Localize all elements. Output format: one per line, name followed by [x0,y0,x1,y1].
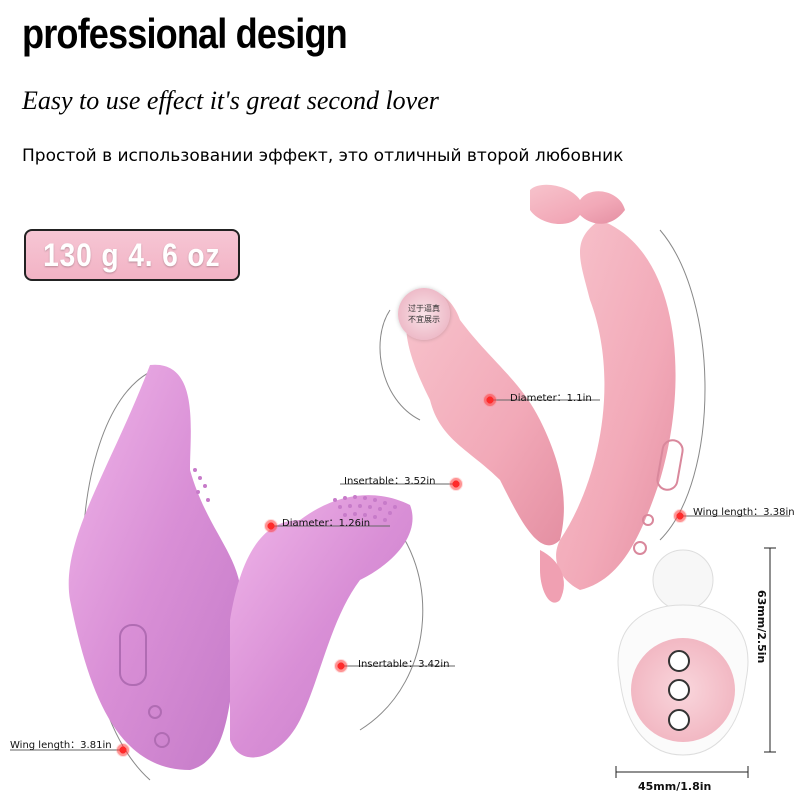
purple-logo-plate [119,624,147,686]
sticker-line-2: 不宜展示 [408,315,440,324]
pink-tail [540,550,564,603]
russian-description: Простой в использовании эффект, это отли… [22,146,624,166]
purple-diameter-label: Diameter：1.26in [282,518,371,529]
pink-wing-length-label: Wing length：3.38in [693,507,795,518]
purple-wing-body [68,364,242,770]
marker-dot [449,477,463,491]
purple-power-icon [154,732,170,748]
pink-button-icon [642,514,654,526]
purple-wing-length-label: Wing length：3.81in [10,740,112,751]
weight-text: 130 g 4. 6 oz [43,236,221,273]
pink-diameter-guide [379,309,421,421]
weight-badge: 130 g 4. 6 oz [24,229,240,281]
remote-height-label: 63mm/2.5in [755,590,768,664]
marker-dot [483,393,497,407]
pink-ears [530,184,625,225]
pink-wing-body [556,220,676,590]
remote-button-2 [668,679,690,701]
marker-dot [264,519,278,533]
purple-insertable-bottom-label: Insertable：3.42in [358,659,450,670]
marker-dot [334,659,348,673]
marker-dot [673,509,687,523]
remote-button-3 [668,709,690,731]
remote-width-label: 45mm/1.8in [638,780,712,793]
purple-button-icon [148,705,162,719]
pink-power-icon [633,541,647,555]
pink-diameter-label: Diameter：1.1in [510,393,592,404]
purple-insertable-top-label: Insertable：3.52in [344,476,436,487]
marker-dot [116,743,130,757]
sticker-line-1: 过于逼真 [408,304,440,313]
pink-logo-plate [656,439,684,491]
subtitle: Easy to use effect it's great second lov… [22,86,439,115]
page-title: professional design [22,10,348,57]
pink-insertable-body [406,289,564,546]
purple-nubs [193,468,397,522]
remote-top-knob [652,549,714,611]
remote-button-1 [668,650,690,672]
purple-insertable-body [230,495,413,758]
censor-sticker: 过于逼真 不宜展示 [398,288,450,340]
